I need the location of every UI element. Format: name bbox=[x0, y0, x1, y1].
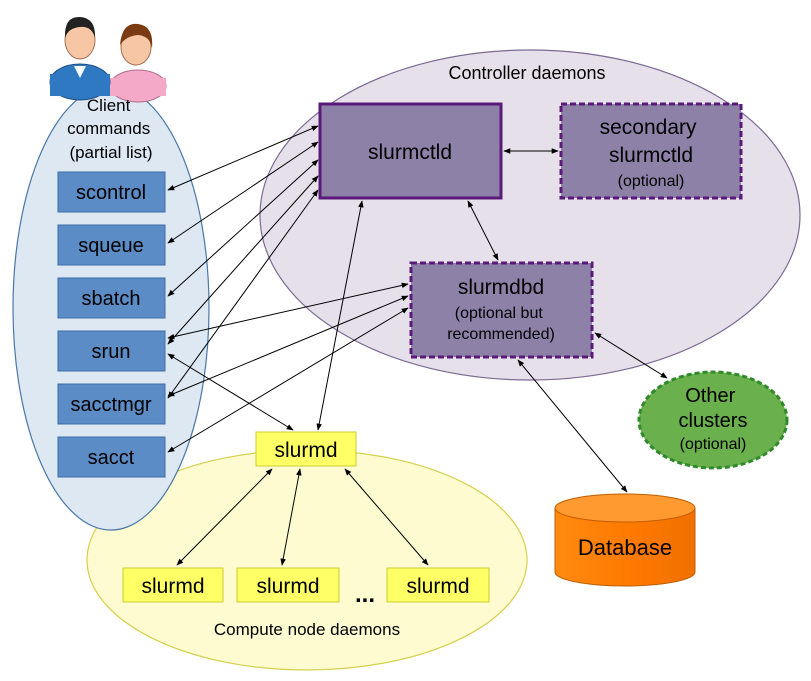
arrow-slurmdbd-database bbox=[517, 359, 628, 493]
compute-title: Compute node daemons bbox=[214, 620, 400, 639]
client-title: Client commands (partial list) bbox=[67, 96, 155, 162]
secondary-slurmctld-node[interactable]: secondary slurmctld (optional) bbox=[559, 102, 743, 200]
svg-text:slurmd: slurmd bbox=[141, 575, 204, 598]
command-srun-button[interactable]: srun bbox=[57, 330, 166, 372]
svg-text:slurmctld: slurmctld bbox=[368, 141, 452, 164]
database-node[interactable]: Database bbox=[554, 493, 696, 587]
command-scontrol-button[interactable]: scontrol bbox=[57, 171, 166, 213]
svg-text:(optional): (optional) bbox=[680, 436, 747, 453]
arrow-slurmd-node1 bbox=[176, 468, 273, 566]
svg-text:(optional but recommende: (optional but recommended) bbox=[447, 305, 555, 343]
slurmd-main-node[interactable]: slurmd bbox=[255, 431, 357, 467]
arrow-slurmctld-slurmdbd bbox=[467, 200, 499, 261]
arrow-slurmd-node3 bbox=[344, 468, 429, 566]
arrow-srun-slurmd bbox=[167, 353, 294, 431]
svg-text:sacctmgr: sacctmgr bbox=[70, 394, 151, 416]
other-clusters-node[interactable]: Other clusters (optional) bbox=[637, 370, 789, 470]
svg-text:Other clusters: Other clusters bbox=[679, 385, 748, 432]
slurmdbd-node[interactable]: slurmdbd (optional but recommended) bbox=[409, 261, 594, 359]
svg-text:slurmd: slurmd bbox=[274, 439, 337, 462]
controller-title: Controller daemons bbox=[448, 63, 605, 83]
users-icon bbox=[49, 16, 167, 103]
svg-text:sbatch: sbatch bbox=[82, 288, 141, 310]
slurmd-node-3[interactable]: slurmd bbox=[386, 567, 490, 603]
svg-text:Database: Database bbox=[578, 535, 672, 560]
command-sacctmgr-button[interactable]: sacctmgr bbox=[57, 383, 166, 425]
svg-text:scontrol: scontrol bbox=[76, 182, 146, 204]
slurmd-node-1[interactable]: slurmd bbox=[122, 567, 224, 603]
svg-text:(optional): (optional) bbox=[618, 173, 685, 190]
svg-text:sacct: sacct bbox=[88, 447, 135, 469]
svg-text:slurmd: slurmd bbox=[406, 575, 469, 598]
svg-text:squeue: squeue bbox=[78, 235, 144, 257]
arrow-slurmd-node2 bbox=[280, 468, 302, 566]
arrow-slurmctld-slurmd bbox=[316, 200, 364, 431]
svg-text:secondary slurmctld: secondary slurmctld bbox=[600, 116, 703, 167]
more-nodes-ellipsis: ... bbox=[355, 581, 375, 608]
command-sacct-button[interactable]: sacct bbox=[57, 436, 166, 478]
command-sbatch-button[interactable]: sbatch bbox=[57, 277, 166, 319]
arrow-slurmdbd-otherclusters bbox=[594, 332, 668, 379]
svg-text:slurmd: slurmd bbox=[256, 575, 319, 598]
slurmd-node-2[interactable]: slurmd bbox=[236, 567, 340, 603]
svg-text:srun: srun bbox=[92, 341, 131, 363]
command-squeue-button[interactable]: squeue bbox=[57, 224, 166, 266]
connection-arrows bbox=[167, 125, 668, 566]
svg-text:slurmdbd: slurmdbd bbox=[458, 276, 544, 299]
slurmctld-node[interactable]: slurmctld bbox=[318, 102, 503, 200]
